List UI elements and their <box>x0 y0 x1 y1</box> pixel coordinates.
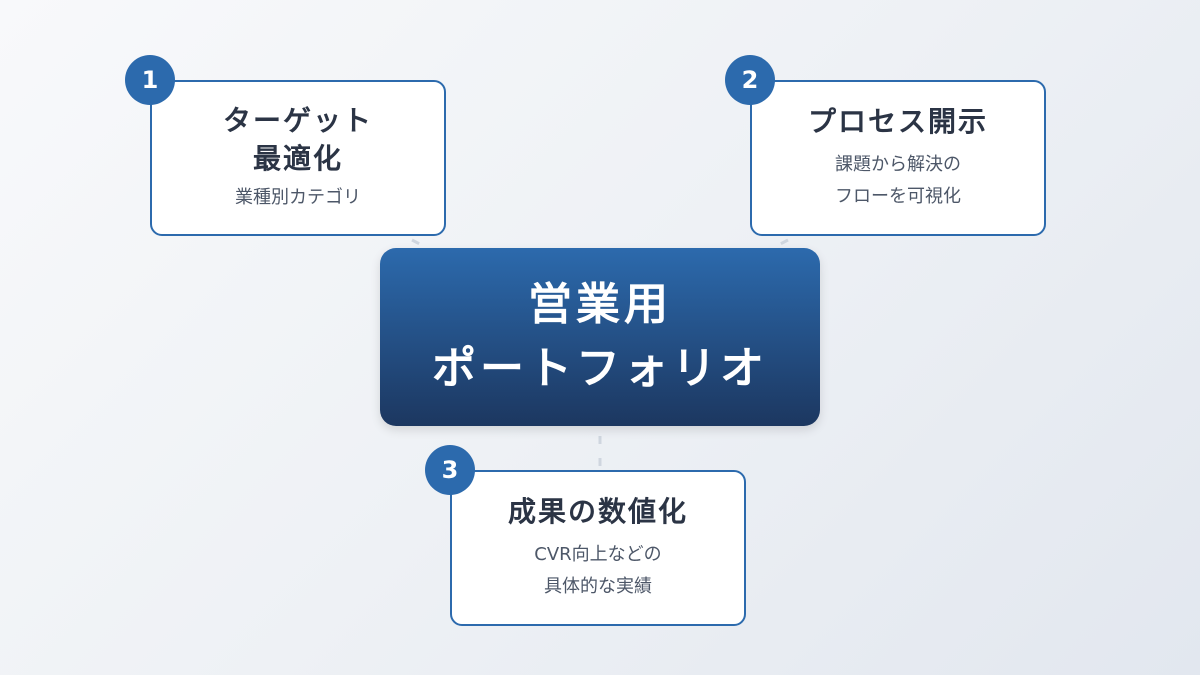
card-subtitle: 具体的な実績 <box>544 576 652 597</box>
card-title-line: ターゲット <box>222 104 373 137</box>
step-badge-3: 3 <box>425 445 475 495</box>
card-subtitle: 課題から解決の <box>835 154 961 175</box>
card-subtitle: 業種別カテゴリ <box>235 187 361 208</box>
center-title-line: 営業用 <box>528 279 672 330</box>
step-badge-1: 1 <box>125 55 175 105</box>
card-title-line: 最適化 <box>252 142 343 175</box>
card-target-optimization: ターゲット 最適化 業種別カテゴリ <box>150 80 446 236</box>
card-title-line: 成果の数値化 <box>507 495 688 528</box>
card-title-line: プロセス開示 <box>807 105 988 138</box>
card-process-disclosure: プロセス開示 課題から解決の フローを可視化 <box>750 80 1046 236</box>
step-badge-2: 2 <box>725 55 775 105</box>
center-title-line: ポートフォリオ <box>432 343 768 394</box>
card-subtitle: フローを可視化 <box>835 186 961 207</box>
center-node: 営業用 ポートフォリオ <box>380 248 820 426</box>
card-subtitle: CVR向上などの <box>534 544 662 565</box>
card-results-quantification: 成果の数値化 CVR向上などの 具体的な実績 <box>450 470 746 626</box>
